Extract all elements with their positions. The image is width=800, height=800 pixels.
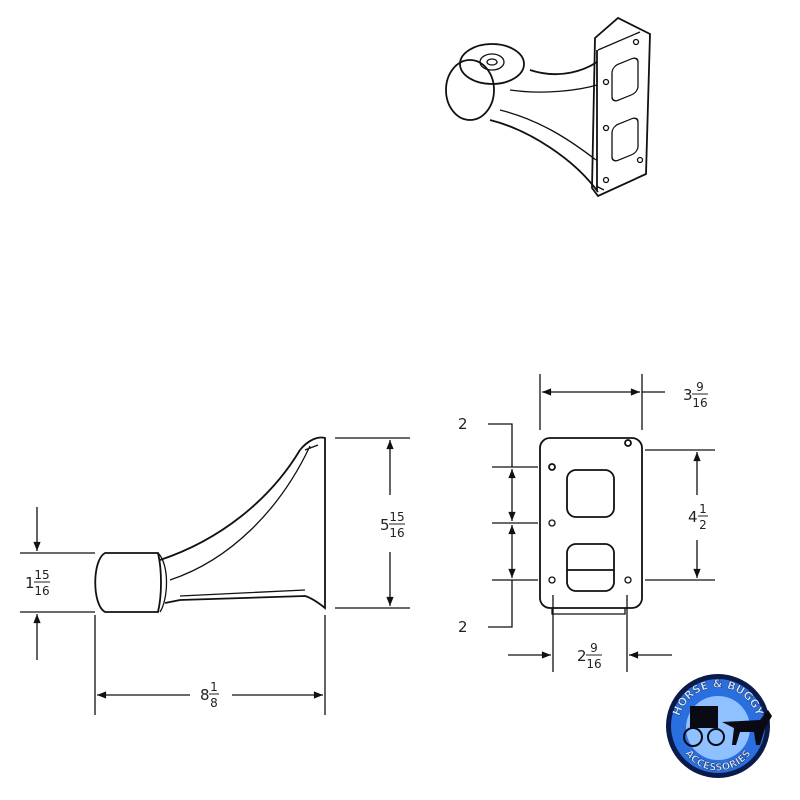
svg-text:1: 1 bbox=[210, 680, 218, 694]
svg-text:3: 3 bbox=[683, 386, 693, 404]
svg-text:2: 2 bbox=[699, 518, 707, 532]
svg-text:15: 15 bbox=[389, 510, 404, 524]
svg-text:16: 16 bbox=[586, 657, 601, 671]
svg-text:1: 1 bbox=[25, 574, 35, 592]
svg-text:1: 1 bbox=[699, 502, 707, 516]
svg-text:5: 5 bbox=[380, 516, 390, 534]
isometric-view bbox=[445, 16, 651, 198]
svg-text:15: 15 bbox=[34, 568, 49, 582]
svg-text:8: 8 bbox=[200, 686, 210, 704]
horse-and-buggy-logo: HORSE & BUGGY ACCESSORIES bbox=[666, 674, 772, 778]
svg-text:4: 4 bbox=[688, 508, 698, 526]
front-view bbox=[488, 374, 715, 672]
dim-length-label: 8 1 8 bbox=[200, 680, 219, 710]
side-view bbox=[20, 436, 410, 715]
dim-width-label: 3 9 16 bbox=[683, 380, 708, 410]
dim-vertical-spacing-label: 4 1 2 bbox=[688, 502, 708, 532]
svg-text:9: 9 bbox=[696, 380, 704, 394]
dim-pitch-top-label: 2 bbox=[458, 415, 468, 433]
svg-text:9: 9 bbox=[590, 641, 598, 655]
svg-text:2: 2 bbox=[577, 647, 587, 665]
dim-cylinder-label: 1 15 16 bbox=[25, 568, 50, 598]
svg-text:16: 16 bbox=[692, 396, 707, 410]
svg-text:16: 16 bbox=[34, 584, 49, 598]
dim-horizontal-spacing-label: 2 9 16 bbox=[577, 641, 602, 671]
svg-text:16: 16 bbox=[389, 526, 404, 540]
dim-pitch-bottom-label: 2 bbox=[458, 618, 468, 636]
dim-height-label: 5 15 16 bbox=[380, 510, 405, 540]
svg-text:8: 8 bbox=[210, 696, 218, 710]
